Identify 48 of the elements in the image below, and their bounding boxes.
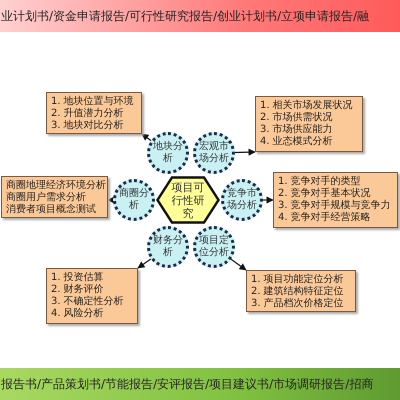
- list-item-text: 4. 竞争对手经营策略: [278, 212, 372, 224]
- arrow: [230, 258, 247, 270]
- list-item-text: 2. 市场供需状况: [260, 112, 334, 124]
- arrow: [137, 258, 152, 268]
- list-item-text: 消费者项目概念测试: [6, 204, 97, 216]
- list-item-text: 3. 地块对比分析: [51, 120, 125, 132]
- list-item-text: 1. 地块位置与环境: [51, 96, 135, 108]
- list-item-text: 3. 产品档次价格定位: [251, 298, 345, 310]
- text-box: [46, 268, 138, 324]
- node-label: 商圈分析: [119, 188, 149, 212]
- arrow: [234, 148, 256, 156]
- arrow: [107, 196, 114, 204]
- text-box: [255, 96, 363, 152]
- node-label: 项目定位分析: [199, 235, 229, 259]
- list-item-text: 1. 竞争对手的类型: [278, 176, 362, 188]
- arrow: [263, 196, 274, 204]
- arrow: [141, 134, 152, 142]
- topic-circle: [147, 132, 189, 174]
- node-label: 财务分析: [153, 235, 183, 259]
- topic-circle: [193, 226, 235, 268]
- list-item-text: 1. 投资估算: [51, 272, 105, 284]
- list-item-text: 商圈用户需求分析: [6, 192, 87, 204]
- list-item-text: 2. 竞争对手基本状况: [278, 188, 372, 200]
- topic-circle: [193, 132, 235, 174]
- center-hexagon: [156, 176, 220, 224]
- node-label: 项目可行性研究: [170, 180, 206, 220]
- topic-circle: [221, 179, 263, 221]
- list-item-text: 3. 市场供应能力: [260, 124, 334, 136]
- list-item-text: 1. 项目功能定位分析: [251, 274, 345, 286]
- list-item-text: 1. 相关市场发展状况: [260, 100, 354, 112]
- banner-text: 报告书/产品策划书/节能报告/安评报告/项目建议书/市场调研报告/招商: [0, 376, 374, 392]
- text-box: [1, 176, 108, 218]
- topic-circle: [113, 179, 155, 221]
- list-item-text: 4. 风险分析: [51, 308, 105, 320]
- list-item-text: 3. 竞争对手规模与竞争力: [278, 200, 392, 212]
- node-label: 宏观市场分析: [199, 141, 229, 165]
- list-item-text: 2. 建筑结构特征定位: [251, 286, 345, 298]
- text-box: [46, 92, 142, 134]
- text-box: [273, 172, 398, 228]
- list-item-text: 4. 业态模式分析: [260, 136, 334, 148]
- list-item-text: 3. 不确定性分析: [51, 296, 125, 308]
- node-label: 竞争市场分析: [227, 188, 257, 212]
- list-item-text: 2. 财务评价: [51, 284, 105, 296]
- banner-text: 业计划书/资金申请报告/可行性研究报告/创业计划书/立项申请报告/融: [0, 8, 370, 24]
- list-item-text: 2. 升值潜力分析: [51, 108, 125, 120]
- node-label: 地块分析: [153, 141, 183, 165]
- topic-circle: [147, 226, 189, 268]
- text-box: [246, 270, 356, 312]
